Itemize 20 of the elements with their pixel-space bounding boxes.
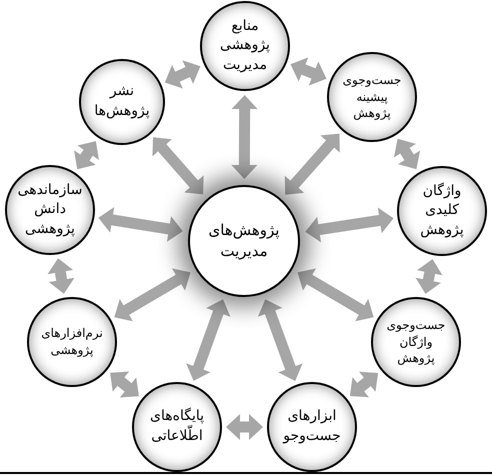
node-label: ابزارهای جست‌وجو: [283, 407, 341, 446]
node-label: سازماندهی دانش پژوهشی: [18, 180, 82, 239]
double-arrow: [48, 257, 74, 295]
double-arrow: [98, 207, 184, 242]
node-label: جست‌وجوی واژگان پژوهش: [386, 316, 446, 368]
double-arrow: [258, 297, 303, 383]
double-arrow: [186, 297, 230, 383]
double-arrow: [294, 268, 376, 322]
node-label: منابع پژوهشی مدیریت: [220, 16, 270, 75]
node-label: نرم‌افزارهای پژوهشی: [41, 325, 103, 359]
node-label: جست‌وجوی پیشینه پژوهش: [342, 72, 402, 122]
node-label: پژوهش‌های مدیریت: [208, 220, 280, 262]
double-arrow: [231, 94, 258, 180]
double-arrow: [304, 208, 394, 242]
node-label: نشر پژوهش‌ها: [94, 82, 150, 121]
double-arrow: [288, 57, 329, 86]
node-label: پایگاه‌های اطّلاعاتی: [150, 407, 204, 446]
double-arrow: [416, 258, 442, 295]
node-label: واژگان کلیدی پژوهش: [420, 182, 464, 240]
double-arrow: [226, 414, 263, 440]
